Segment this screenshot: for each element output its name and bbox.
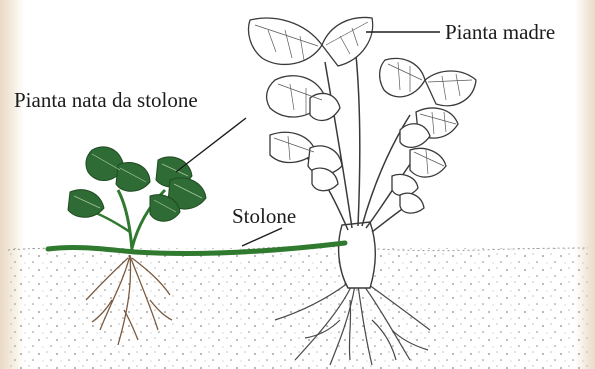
mother-plant-leaves <box>249 17 477 213</box>
mother-plant-crown <box>339 222 376 288</box>
label-stolon: Stolone <box>232 204 296 228</box>
soil <box>8 246 588 369</box>
label-offspring-plant: Pianta nata da stolone <box>14 88 198 112</box>
offspring-plant <box>68 147 206 250</box>
leader-line-offspring <box>176 118 246 172</box>
leader-line-stolon <box>242 228 282 246</box>
label-mother-plant: Pianta madre <box>445 20 555 44</box>
